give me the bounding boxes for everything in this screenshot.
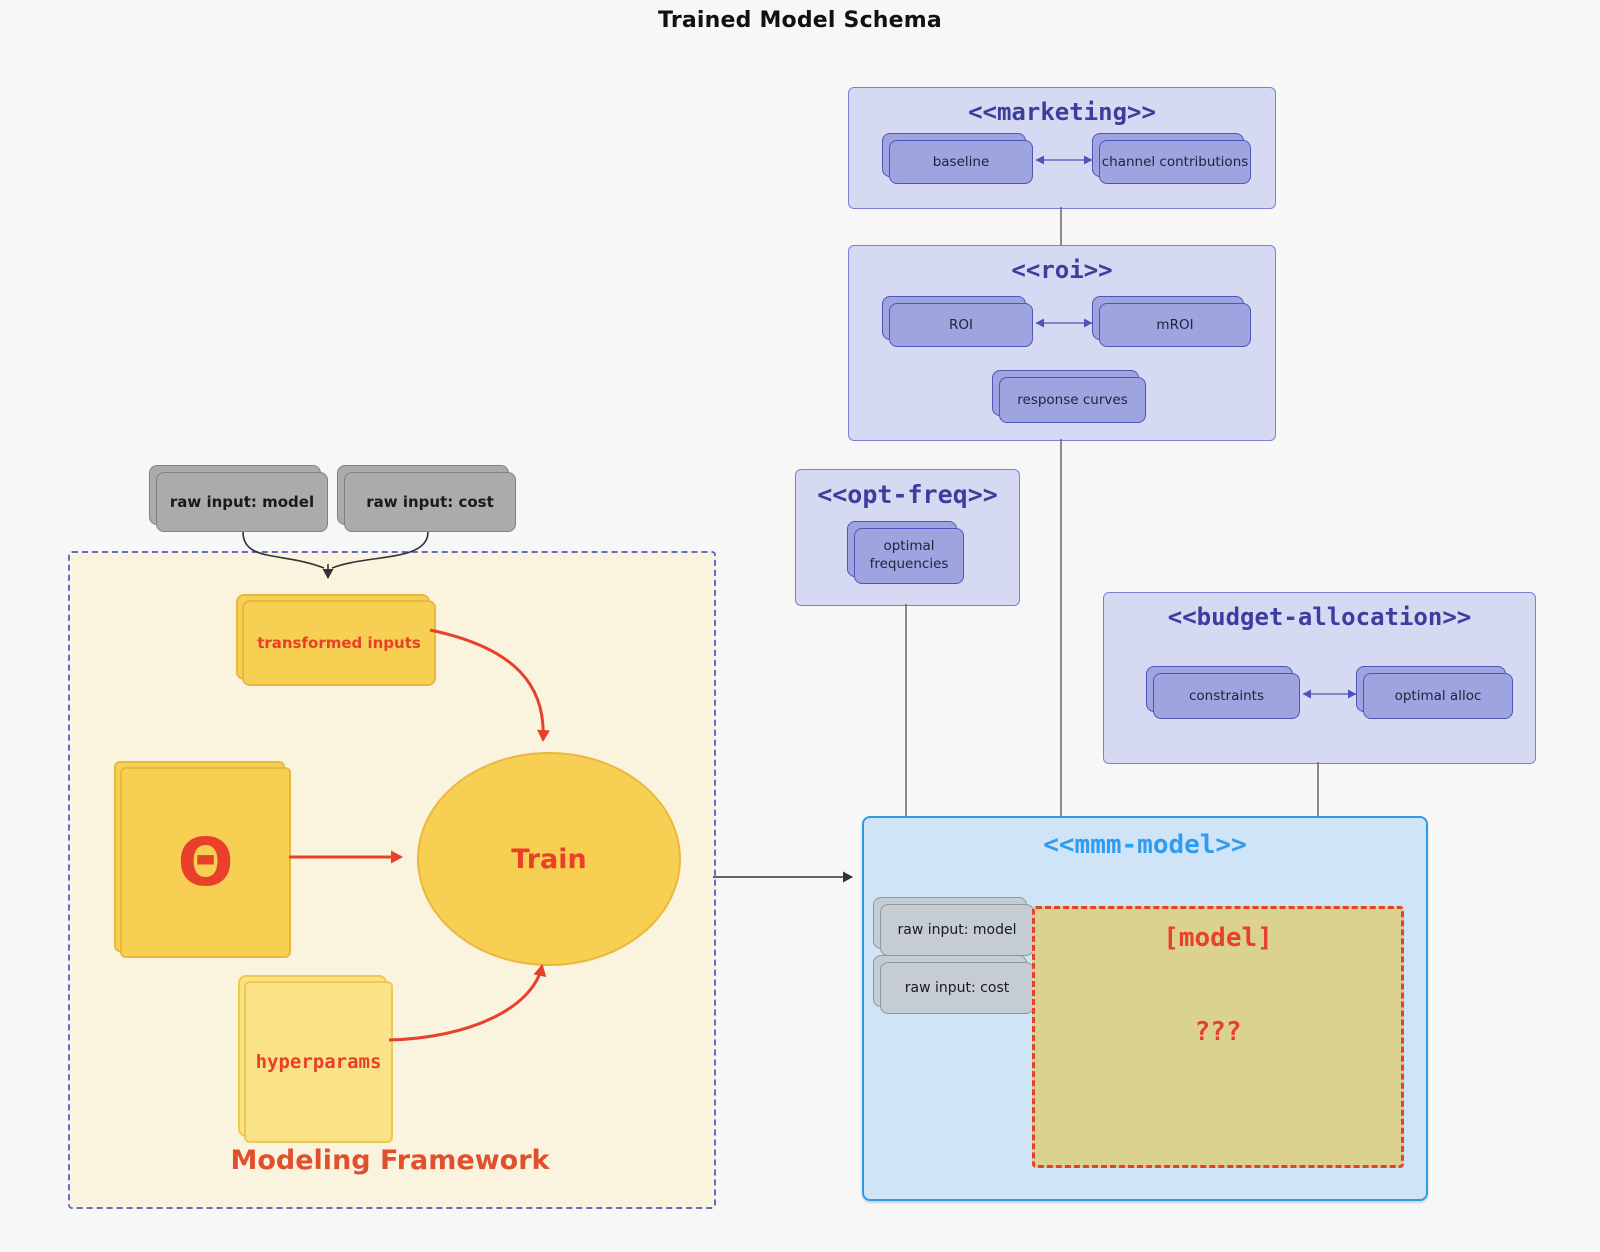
node-transformed-inputs: transformed inputs	[236, 594, 436, 686]
model-tag-label: [model]	[1163, 923, 1273, 953]
opt-freq-title: <<opt-freq>>	[817, 480, 998, 509]
node-train: Train	[417, 752, 681, 966]
node-response-curves: response curves	[992, 370, 1146, 423]
budget-allocation-container: <<budget-allocation>> constraints optima…	[1103, 592, 1536, 764]
node-mroi: mROI	[1092, 296, 1251, 347]
roi-title: <<roi>>	[1011, 256, 1113, 284]
node-channel-contributions: channel contributions	[1092, 133, 1251, 184]
roi-container: <<roi>> ROI mROI response curves	[848, 245, 1276, 441]
node-raw-input-model-inner: raw input: model	[873, 897, 1034, 956]
node-theta: Θ	[114, 761, 291, 958]
model-placeholder-box: [model] ???	[1032, 906, 1404, 1168]
budget-allocation-title: <<budget-allocation>>	[1167, 603, 1472, 631]
modeling-framework-container: transformed inputs Θ Train hyperparams M…	[68, 551, 716, 1209]
modeling-framework-label: Modeling Framework	[230, 1145, 550, 1176]
node-constraints: constraints	[1146, 666, 1300, 719]
node-raw-input-model: raw input: model	[149, 465, 328, 532]
mmm-model-title: <<mmm-model>>	[1043, 830, 1247, 860]
page-title: Trained Model Schema	[658, 8, 942, 33]
node-baseline: baseline	[882, 133, 1033, 184]
node-optimal-alloc: optimal alloc	[1356, 666, 1513, 719]
model-question-label: ???	[1194, 1017, 1242, 1047]
node-raw-input-cost-inner: raw input: cost	[873, 955, 1034, 1014]
marketing-container: <<marketing>> baseline channel contribut…	[848, 87, 1276, 209]
mmm-model-container: <<mmm-model>> raw input: model raw input…	[862, 816, 1428, 1201]
opt-freq-container: <<opt-freq>> optimal frequencies	[795, 469, 1020, 606]
node-optimal-frequencies: optimal frequencies	[847, 521, 964, 584]
node-hyperparams: hyperparams	[238, 975, 393, 1143]
node-roi: ROI	[882, 296, 1033, 347]
marketing-title: <<marketing>>	[968, 98, 1156, 126]
node-raw-input-cost: raw input: cost	[337, 465, 516, 532]
